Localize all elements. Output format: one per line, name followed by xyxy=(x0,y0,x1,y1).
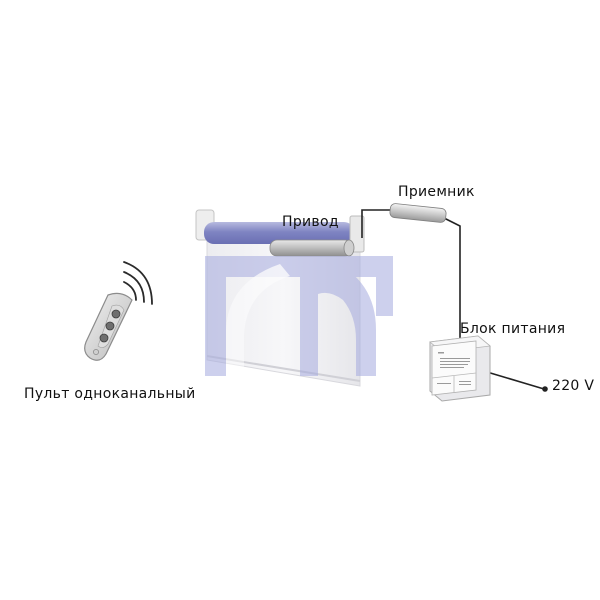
power-supply xyxy=(429,335,491,402)
motor-label: Привод xyxy=(282,214,339,230)
receiver-body xyxy=(389,203,447,223)
watermark-logo xyxy=(205,256,393,376)
wire-receiver-power xyxy=(443,217,461,345)
wiring xyxy=(361,209,548,392)
mains-terminal-dot xyxy=(542,386,548,392)
receiver-label: Приемник xyxy=(398,184,475,200)
power-supply-label: Блок питания xyxy=(460,321,566,337)
receiver xyxy=(389,203,447,223)
wire-power-mains xyxy=(486,371,545,390)
remote-label: Пульт одноканальный xyxy=(24,386,196,402)
wireless-signal-icon xyxy=(123,261,153,305)
motor xyxy=(269,239,355,257)
voltage-label: 220 V xyxy=(552,378,595,394)
motor-body xyxy=(269,239,353,257)
wire-motor-receiver xyxy=(361,209,392,238)
remote-control-icon xyxy=(84,292,133,361)
roller-tube xyxy=(204,222,354,244)
